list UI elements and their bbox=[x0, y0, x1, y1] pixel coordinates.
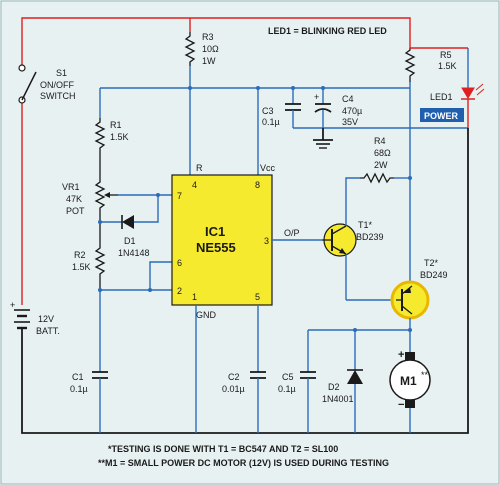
s1-label: S1 bbox=[56, 68, 67, 78]
c1-label: C1 bbox=[72, 372, 84, 382]
resistor-r1 bbox=[94, 118, 106, 178]
vr1-value: 47K bbox=[66, 194, 82, 204]
c2-value: 0.01µ bbox=[222, 384, 245, 394]
c3-label: C3 bbox=[262, 106, 274, 116]
ic1-pin-3: 3 bbox=[264, 236, 269, 246]
motor-plus: + bbox=[398, 349, 404, 361]
potentiometer-vr1 bbox=[94, 178, 172, 232]
m1-label: M1 bbox=[400, 374, 417, 388]
d1-label: D1 bbox=[124, 236, 136, 246]
c4-plus: + bbox=[314, 92, 319, 102]
r2-value: 1.5K bbox=[72, 262, 91, 272]
s1-desc-line2: SWITCH bbox=[40, 91, 76, 101]
r3-value: 10Ω bbox=[202, 44, 219, 54]
led1-diode bbox=[461, 83, 485, 128]
ic1-pin-7: 7 bbox=[177, 191, 182, 201]
capacitor-c4 bbox=[314, 103, 332, 128]
r5-value: 1.5K bbox=[438, 61, 457, 71]
r4-label: R4 bbox=[374, 136, 386, 146]
vr1-type: POT bbox=[66, 206, 85, 216]
ic1-lower-wires bbox=[195, 305, 259, 433]
supply-node-wires bbox=[99, 66, 410, 175]
ic1-pin-6: 6 bbox=[177, 258, 182, 268]
ic1-pin-4: 4 bbox=[192, 180, 197, 190]
r2-label: R2 bbox=[74, 250, 86, 260]
r4-power: 2W bbox=[374, 160, 388, 170]
resistor-r4 bbox=[345, 172, 412, 226]
ic1-pin-5: 5 bbox=[255, 292, 260, 302]
battery-label-2: BATT. bbox=[36, 326, 60, 336]
battery-12v bbox=[14, 309, 30, 335]
ic1-pin-1: 1 bbox=[192, 292, 197, 302]
r5-label: R5 bbox=[440, 50, 452, 60]
ic1-pin-r-label: R bbox=[196, 163, 203, 173]
r4-value: 68Ω bbox=[374, 148, 391, 158]
d2-value: 1N4001 bbox=[322, 394, 354, 404]
t1-label: T1* bbox=[358, 220, 373, 230]
c2-label: C2 bbox=[228, 372, 240, 382]
ground-rail bbox=[21, 128, 469, 434]
capacitor-c2 bbox=[250, 371, 266, 433]
capacitor-c5 bbox=[300, 371, 316, 433]
motor-node-wires bbox=[307, 318, 412, 372]
ic1-ne555-body bbox=[171, 174, 273, 306]
ic1-gnd-label: GND bbox=[196, 310, 217, 320]
battery-plus: + bbox=[10, 300, 15, 310]
switch-s1 bbox=[18, 64, 37, 104]
ic1-pin-2: 2 bbox=[177, 286, 182, 296]
resistor-r2 bbox=[94, 232, 106, 290]
led1-note: LED1 = BLINKING RED LED bbox=[268, 26, 387, 36]
transistor-t1 bbox=[322, 223, 357, 257]
c1-value: 0.1µ bbox=[70, 384, 88, 394]
r3-power: 1W bbox=[202, 56, 216, 66]
resistor-r3 bbox=[184, 32, 196, 66]
capacitor-c3 bbox=[285, 103, 301, 128]
output-label: O/P bbox=[284, 228, 300, 238]
capacitor-c1 bbox=[92, 371, 108, 433]
t2-value: BD249 bbox=[420, 270, 448, 280]
power-badge bbox=[420, 108, 464, 122]
timing-node-wires bbox=[98, 261, 172, 372]
t1-value: BD239 bbox=[356, 232, 384, 242]
c5-label: C5 bbox=[282, 372, 294, 382]
ground-symbol bbox=[293, 127, 468, 149]
power-badge-text: POWER bbox=[424, 111, 459, 121]
c4-value: 470µ bbox=[342, 106, 362, 116]
r1-value: 1.5K bbox=[110, 132, 129, 142]
c5-value: 0.1µ bbox=[278, 384, 296, 394]
footnote-2: **M1 = SMALL POWER DC MOTOR (12V) IS USE… bbox=[98, 458, 389, 468]
positive-rail bbox=[21, 17, 411, 305]
r3-label: R3 bbox=[202, 32, 214, 42]
r1-label: R1 bbox=[110, 120, 122, 130]
ic1-label: IC1 bbox=[205, 224, 225, 239]
footnote-1: *TESTING IS DONE WITH T1 = BC547 AND T2 … bbox=[108, 444, 338, 454]
s1-desc-line1: ON/OFF bbox=[40, 80, 74, 90]
c4-label: C4 bbox=[342, 94, 354, 104]
ic1-pin-8: 8 bbox=[255, 180, 260, 190]
t2-label: T2* bbox=[424, 258, 439, 268]
c3-value: 0.1µ bbox=[262, 117, 280, 127]
resistor-r5 bbox=[404, 48, 416, 82]
motor-m1 bbox=[389, 352, 431, 433]
diode-d1 bbox=[98, 193, 160, 229]
diode-d2 bbox=[347, 330, 363, 433]
battery-label: 12V bbox=[38, 314, 54, 324]
motor-minus: − bbox=[398, 399, 404, 411]
d2-label: D2 bbox=[328, 382, 340, 392]
c4-voltage: 35V bbox=[342, 117, 358, 127]
led1-label: LED1 bbox=[430, 92, 453, 102]
transistor-t2 bbox=[390, 280, 430, 320]
vr1-label: VR1 bbox=[62, 182, 80, 192]
ic1-pin-vcc-label: Vcc bbox=[260, 163, 276, 173]
ic1-part: NE555 bbox=[196, 240, 236, 255]
m1-star: ** bbox=[421, 370, 429, 380]
d1-value: 1N4148 bbox=[118, 248, 150, 258]
